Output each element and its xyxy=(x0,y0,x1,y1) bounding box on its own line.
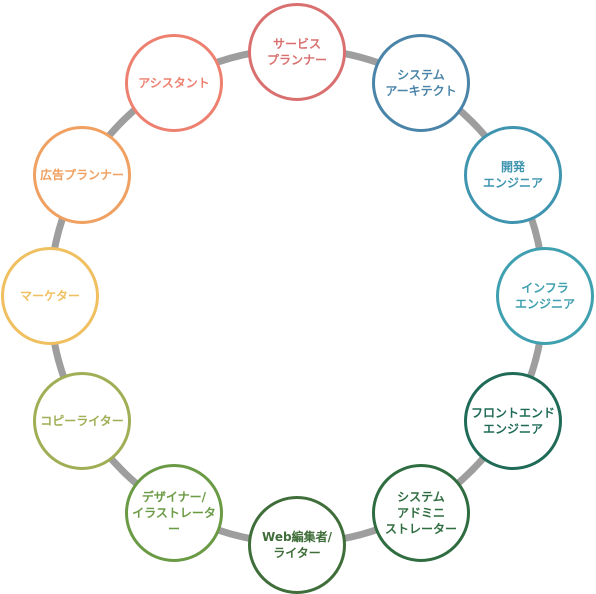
node-label: 開発 エンジニア xyxy=(482,160,543,190)
node-label: マーケター xyxy=(19,289,80,303)
node-system-administrator: システム アドミニ ストレーター xyxy=(372,464,470,562)
node-copywriter: コピーライター xyxy=(33,372,131,470)
node-label: システム アドミニ ストレーター xyxy=(384,490,457,536)
node-label: アシスタント xyxy=(138,76,210,90)
node-frontend-engineer: フロントエンド エンジニア xyxy=(464,372,562,470)
ring-circle xyxy=(46,45,548,547)
node-ad-planner: 広告プランナー xyxy=(33,126,131,224)
node-development-engineer: 開発 エンジニア xyxy=(464,126,562,224)
node-designer-illustrator: デザイナー/ イラストレーター xyxy=(125,464,223,562)
node-label: インフラ エンジニア xyxy=(514,281,575,311)
node-system-architect: システム アーキテクト xyxy=(372,34,470,132)
node-label: コピーライター xyxy=(40,414,124,428)
node-infrastructure-engineer: インフラ エンジニア xyxy=(496,247,594,345)
node-label: デザイナー/ イラストレーター xyxy=(132,490,216,536)
node-assistant: アシスタント xyxy=(125,34,223,132)
node-label: Web編集者/ ライター xyxy=(262,530,332,560)
node-service-planner: サービス プランナー xyxy=(248,3,346,101)
node-label: システム アーキテクト xyxy=(385,68,457,98)
node-label: サービス プランナー xyxy=(266,37,327,67)
node-label: フロントエンド エンジニア xyxy=(470,406,555,436)
node-web-editor-writer: Web編集者/ ライター xyxy=(248,496,346,594)
node-label: 広告プランナー xyxy=(39,168,124,182)
node-marketer: マーケター xyxy=(1,247,99,345)
